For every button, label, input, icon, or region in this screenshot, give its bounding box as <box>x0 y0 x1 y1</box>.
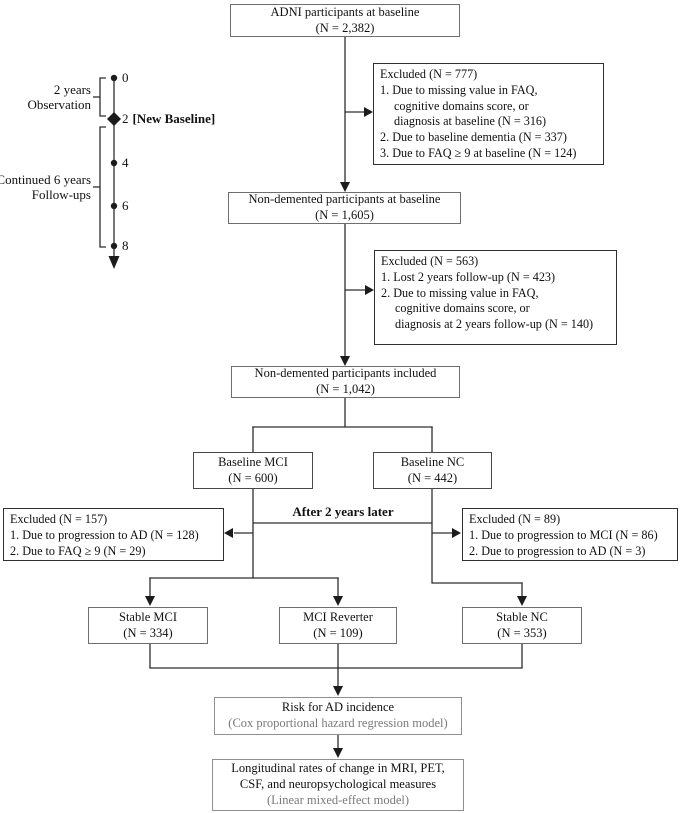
box-title: Baseline MCI <box>218 454 288 469</box>
box-title: Stable MCI <box>119 609 177 624</box>
box-title: Non-demented participants included <box>254 366 437 381</box>
excluded-nc-box: Excluded (N = 89) 1. Due to progression … <box>462 508 678 561</box>
timeline-tick-8: 8 <box>122 238 129 253</box>
excluded-title: Excluded (N = 157) <box>10 512 108 526</box>
timeline-tick-2-new-baseline: 2[New Baseline] <box>122 111 216 126</box>
box-title: CSF, and neuropsychological measures <box>239 777 437 792</box>
new-baseline-diamond-icon <box>107 112 121 126</box>
box-title: ADNI participants at baseline <box>270 4 420 19</box>
box-title: MCI Reverter <box>303 609 373 624</box>
adni-baseline-box: ADNI participants at baseline (N = 2,382… <box>230 4 460 37</box>
box-title: Baseline NC <box>400 454 465 469</box>
model-label: (Linear mixed-effect model) <box>266 792 410 807</box>
timeline-tick-4: 4 <box>122 155 129 170</box>
timeline-axis <box>93 74 121 269</box>
timeline-tick-6: 6 <box>122 198 129 213</box>
box-n: (N = 1,042) <box>316 382 375 396</box>
timeline-arrow-down-icon <box>108 256 120 269</box>
after-2-years-label: After 2 years later <box>292 504 394 519</box>
box-n: (N = 2,382) <box>315 20 375 35</box>
box-n: (N = 353) <box>497 625 547 640</box>
mci-reverter-box: MCI Reverter (N = 109) <box>279 607 397 644</box>
model-label: (Cox proportional hazard regression mode… <box>228 716 448 730</box>
box-title: Risk for AD incidence <box>281 700 395 715</box>
box-title: Longitudinal rates of change in MRI, PET… <box>231 761 445 776</box>
nondemented-included-box: Non-demented participants included (N = … <box>231 366 460 398</box>
stable-mci-box: Stable MCI (N = 334) <box>88 607 208 644</box>
box-n: (N = 600) <box>228 470 278 485</box>
box-n: (N = 109) <box>313 625 363 640</box>
stable-nc-box: Stable NC (N = 353) <box>462 607 582 644</box>
risk-ad-incidence-box: Risk for AD incidence (Cox proportional … <box>214 697 462 735</box>
excluded-baseline-box: Excluded (N = 777) 1. Due to missing val… <box>373 63 604 165</box>
excluded-title: Excluded (N = 563) <box>381 254 479 268</box>
nondemented-baseline-box: Non-demented participants at baseline (N… <box>228 192 461 224</box>
baseline-nc-box: Baseline NC (N = 442) <box>373 452 492 489</box>
box-n: (N = 1,605) <box>315 208 374 222</box>
box-n: (N = 442) <box>407 470 458 485</box>
excluded-mci-box: Excluded (N = 157) 1. Due to progression… <box>3 508 224 561</box>
excluded-title: Excluded (N = 777) <box>380 67 478 81</box>
excluded-followup-box: Excluded (N = 563) 1. Lost 2 years follo… <box>374 250 617 345</box>
excluded-title: Excluded (N = 89) <box>469 512 561 526</box>
followup-caption: Continued 6 years Follow-ups <box>0 172 91 202</box>
box-title: Stable NC <box>496 609 548 624</box>
box-title: Non-demented participants at baseline <box>248 192 441 207</box>
followup-bracket <box>99 126 106 248</box>
longitudinal-rates-box: Longitudinal rates of change in MRI, PET… <box>212 759 464 811</box>
observation-caption: 2 years Observation <box>27 82 91 112</box>
box-n: (N = 334) <box>123 625 173 640</box>
timeline-tick-0: 0 <box>122 70 129 85</box>
observation-bracket <box>99 77 106 117</box>
baseline-mci-box: Baseline MCI (N = 600) <box>193 452 313 489</box>
